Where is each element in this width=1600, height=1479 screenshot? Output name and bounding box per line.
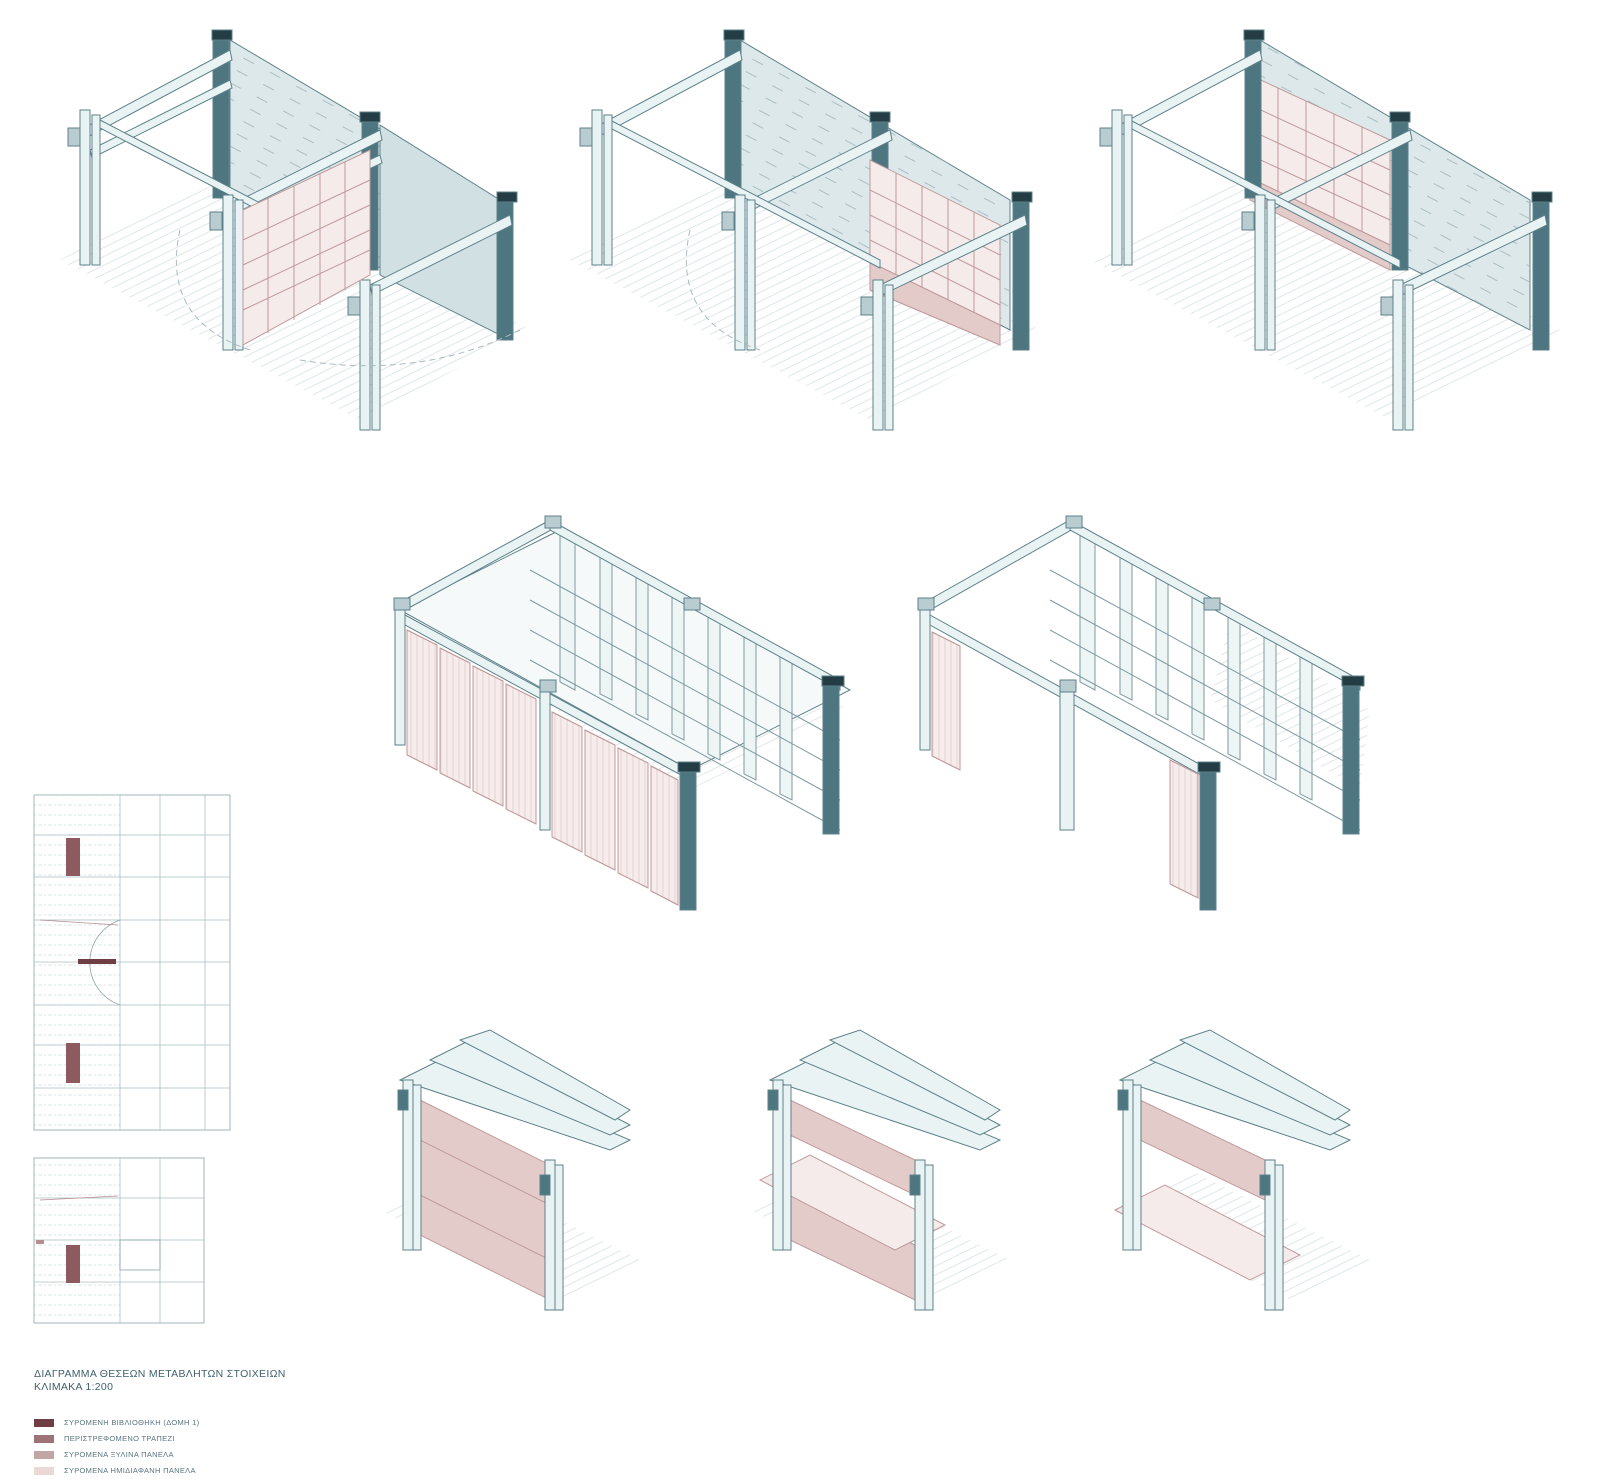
axonometric-shelving-panels-open	[917, 515, 1370, 911]
legend-item: ΣΥΡΟΜΕΝΗ ΒΙΒΛΙΟΘΗΚΗ (ΔΟΜΗ 1)	[34, 1415, 199, 1430]
legend-label: ΣΥΡΟΜΕΝΗ ΒΙΒΛΙΟΘΗΚΗ (ΔΟΜΗ 1)	[64, 1418, 200, 1427]
diagram-caption: ΔΙΑΓΡΑΜΜΑ ΘΕΣΕΩΝ ΜΕΤΑΒΛΗΤΩΝ ΣΤΟΙΧΕΙΩΝ ΚΛ…	[34, 1368, 286, 1394]
legend-label: ΣΥΡΟΜΕΝΑ ΗΜΙΔΙΑΦΑΝΗ ΠΑΝΕΛΑ	[64, 1466, 196, 1475]
legend-swatch	[34, 1418, 54, 1427]
caption-title: ΔΙΑΓΡΑΜΜΑ ΘΕΣΕΩΝ ΜΕΤΑΒΛΗΤΩΝ ΣΤΟΙΧΕΙΩΝ	[34, 1368, 286, 1380]
bookcase	[242, 149, 371, 346]
shelf-uprights	[559, 529, 793, 801]
legend-label: ΣΥΡΟΜΕΝΑ ΞΥΛΙΝΑ ΠΑΝΕΛΑ	[64, 1450, 174, 1459]
legend-label: ΠΕΡΙΣΤΡΕΦΟΜΕΝΟ ΤΡΑΠΕΖΙ	[64, 1434, 175, 1443]
axonometric-table-unfolded	[750, 1029, 1010, 1311]
axonometric-bookcase-position-3	[1090, 29, 1560, 431]
legend-item: ΣΥΡΟΜΕΝΑ ΗΜΙΔΙΑΦΑΝΗ ΠΑΝΕΛΑ	[34, 1463, 199, 1478]
legend-swatch	[34, 1466, 54, 1475]
legend-swatch	[34, 1450, 54, 1459]
sliding-panels-stacked	[931, 631, 1199, 899]
sliding-panels	[406, 629, 679, 906]
caption-scale: ΚΛΙΜΑΚΑ 1:200	[34, 1381, 114, 1393]
axonometric-shelving-panels-closed	[393, 515, 852, 911]
legend-swatch	[34, 1434, 54, 1443]
legend: ΣΥΡΟΜΕΝΗ ΒΙΒΛΙΟΘΗΚΗ (ΔΟΜΗ 1) ΠΕΡΙΣΤΡΕΦΟΜ…	[34, 1415, 199, 1479]
axonometric-bookcase-position-1	[60, 29, 530, 431]
axonometric-table-open	[1110, 1029, 1370, 1311]
legend-item: ΣΥΡΟΜΕΝΑ ΞΥΛΙΝΑ ΠΑΝΕΛΑ	[34, 1447, 199, 1462]
floor-plan-secondary	[33, 1157, 205, 1324]
axonometric-panel-closed	[380, 1029, 640, 1311]
axonometric-bookcase-position-2	[570, 29, 1040, 431]
floor-plan-main	[33, 794, 231, 1131]
legend-item: ΠΕΡΙΣΤΡΕΦΟΜΕΝΟ ΤΡΑΠΕΖΙ	[34, 1431, 199, 1446]
